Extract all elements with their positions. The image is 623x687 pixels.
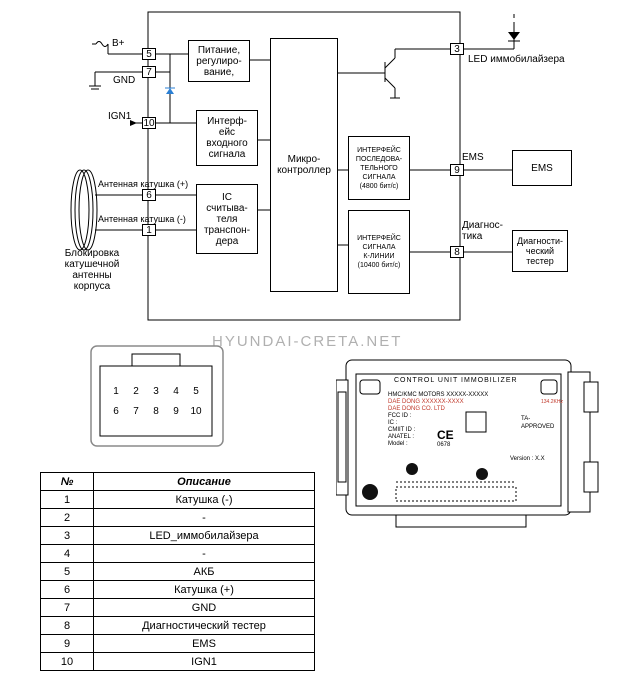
watermark: HYUNDAI-CRETA.NET	[212, 333, 403, 350]
antenna-minus-label: Антенная катушка (-)	[98, 214, 186, 224]
pin-number: 4	[40, 544, 94, 563]
unit-approved: APPROVED	[521, 424, 555, 430]
unit-frequency: 134.2KHz	[541, 399, 563, 405]
pin-description: LED_иммобилайзера	[93, 526, 315, 545]
serial-interface-block: ИНТЕРФЕЙС ПОСЛЕДОВА- ТЕЛЬНОГО СИГНАЛА (4…	[348, 136, 410, 200]
input-interface-block: Интерф- ейс входного сигнала	[196, 110, 258, 166]
block-diagram: 5 7 10 6 1 3 9 8 B+ GND IGN1 Антенная ка…	[0, 0, 623, 330]
pin-description: EMS	[93, 634, 315, 653]
pin-1: 1	[142, 224, 156, 236]
pin-number: 10	[40, 652, 94, 671]
microcontroller-block: Микро- контроллер	[270, 38, 338, 292]
pin-number: 7	[40, 598, 94, 617]
antenna-block-label: Блокировка катушечной антенны корпуса	[64, 248, 120, 292]
col-description-header: Описание	[93, 472, 315, 491]
connector-pin: 7	[133, 406, 139, 417]
ic-reader-block: IC считыва- теля транспон- дера	[196, 184, 258, 254]
ign1-label: IGN1	[108, 111, 132, 122]
connector-pin: 3	[153, 386, 159, 397]
pin-9: 9	[450, 164, 464, 176]
pin-10: 10	[142, 117, 156, 129]
unit-version: Version : X.X	[510, 456, 545, 462]
connector-pin: 4	[173, 386, 179, 397]
pin-number: 8	[40, 616, 94, 635]
col-number-header: №	[40, 472, 94, 491]
diagnostic-tester-box: Диагности- ческий тестер	[512, 230, 568, 272]
unit-ce-number: 0678	[437, 442, 451, 448]
pin-number: 3	[40, 526, 94, 545]
connector-pin: 8	[153, 406, 159, 417]
pin-number: 2	[40, 508, 94, 527]
power-regulation-block: Питание, регулиро- вание,	[188, 40, 250, 82]
connector-pin: 5	[193, 386, 199, 397]
pin-description: -	[93, 508, 315, 527]
pin-number: 9	[40, 634, 94, 653]
pin-number: 6	[40, 580, 94, 599]
connector-pin: 9	[173, 406, 179, 417]
immobilizer-unit-drawing: CONTROL UNIT IMMOBILIZER HMC/KMC MOTORS …	[336, 352, 601, 532]
table-header-row: № Описание	[40, 472, 315, 491]
table-row: 2-	[40, 508, 315, 527]
ems-box: EMS	[512, 150, 572, 186]
connector-outline	[90, 345, 224, 447]
pin-5: 5	[142, 48, 156, 60]
diagram-wires	[70, 11, 520, 321]
pin-3: 3	[450, 43, 464, 55]
pin-number: 1	[40, 490, 94, 509]
pin-description: Катушка (+)	[93, 580, 315, 599]
unit-title: CONTROL UNIT IMMOBILIZER	[394, 377, 518, 384]
unit-ta: TA-	[521, 416, 531, 422]
bplus-label: B+	[112, 38, 125, 49]
pin-6: 6	[142, 189, 156, 201]
pin-description: GND	[93, 598, 315, 617]
unit-label-text: HMC/KMC MOTORS XXXXX-XXXXX DAE DONG XXXX…	[388, 392, 489, 447]
pin-7: 7	[142, 66, 156, 78]
pin-description: АКБ	[93, 562, 315, 581]
led-immobilizer-label: LED иммобилайзера	[468, 54, 565, 65]
gnd-label: GND	[113, 75, 136, 86]
diagnostics-label: Диагнос- тика	[462, 220, 503, 242]
pin-number: 5	[40, 562, 94, 581]
connector-pin: 1	[113, 386, 119, 397]
connector-pin: 2	[133, 386, 139, 397]
pin-description: -	[93, 544, 315, 563]
kline-interface-block: ИНТЕРФЕЙС СИГНАЛА К-ЛИНИИ (10400 бит/с)	[348, 210, 410, 294]
pin-description: Диагностический тестер	[93, 616, 315, 635]
unit-housing	[336, 359, 599, 528]
connector-face: 1 2 3 4 5 6 7 8 9 10	[90, 340, 225, 448]
antenna-plus-label: Антенная катушка (+)	[98, 179, 189, 189]
connector-pin: 6	[113, 406, 119, 417]
pin-description: Катушка (-)	[93, 490, 315, 509]
pin-8: 8	[450, 246, 464, 258]
table-row: 4-	[40, 544, 315, 563]
ems-label: EMS	[462, 152, 484, 163]
ce-mark: CE	[437, 428, 454, 442]
connector-pin: 10	[190, 406, 202, 417]
pin-description: IGN1	[93, 652, 315, 671]
